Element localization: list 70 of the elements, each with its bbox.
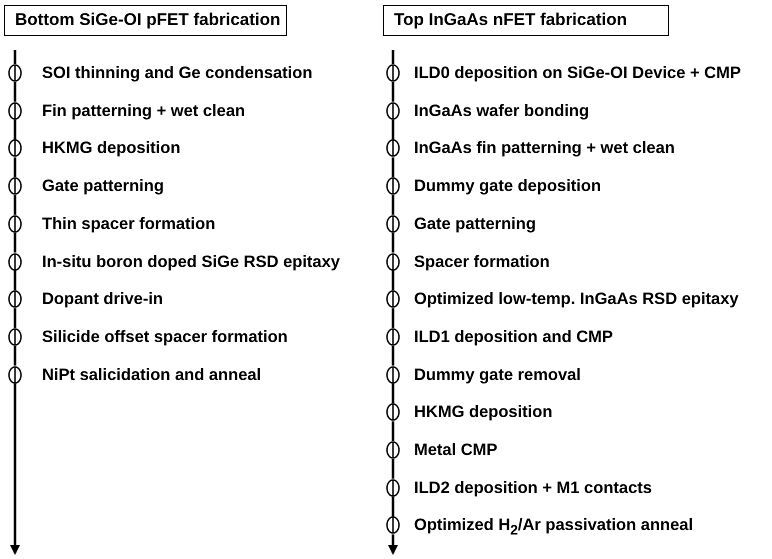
timeline-line <box>392 384 394 404</box>
timeline-line <box>14 232 16 252</box>
step-marker <box>386 102 400 120</box>
step-marker <box>386 290 400 308</box>
step-marker <box>8 64 22 82</box>
timeline-line <box>14 270 16 290</box>
step-label: InGaAs fin patterning + wet clean <box>414 138 675 158</box>
timeline-line <box>392 82 394 102</box>
step-label: ILD2 deposition + M1 contacts <box>414 478 652 498</box>
timeline-line <box>392 232 394 252</box>
step-label: HKMG deposition <box>414 402 552 422</box>
step-marker <box>8 252 22 270</box>
timeline-line <box>14 195 16 215</box>
timeline-line <box>392 496 394 516</box>
step-marker <box>386 64 400 82</box>
timeline-line <box>392 50 394 64</box>
step-label: NiPt salicidation and anneal <box>42 364 262 385</box>
timeline-line <box>14 82 16 102</box>
step-label: Metal CMP <box>414 440 498 460</box>
timeline-line <box>14 120 16 140</box>
step-marker <box>8 366 22 384</box>
step-marker <box>8 214 22 233</box>
timeline-line <box>392 120 394 140</box>
step-label: Gate patterning <box>42 176 164 196</box>
step-marker <box>386 366 400 384</box>
step-label: HKMG deposition <box>42 138 180 158</box>
step-label: Gate patterning <box>414 214 536 234</box>
timeline-line <box>392 459 394 479</box>
timeline-line <box>392 270 394 290</box>
timeline-line <box>392 195 394 215</box>
step-marker <box>386 139 400 158</box>
step-label: In-situ boron doped SiGe RSD epitaxy <box>42 252 340 272</box>
step-marker <box>386 403 400 422</box>
step-marker <box>8 177 22 196</box>
step-marker <box>8 290 22 308</box>
timeline-line <box>392 346 394 366</box>
step-marker <box>386 441 400 459</box>
step-marker <box>386 516 400 534</box>
step-label: Silicide offset spacer formation <box>42 326 288 347</box>
timeline-line <box>14 50 16 64</box>
step-label: ILD0 deposition on SiGe-OI Device + CMP <box>414 63 741 83</box>
timeline-arrow <box>10 384 20 555</box>
step-label: Fin patterning + wet clean <box>42 100 246 121</box>
step-label: Dummy gate removal <box>414 364 581 385</box>
step-marker <box>386 177 400 196</box>
timeline-line <box>14 308 16 328</box>
section-heading-box: Bottom SiGe-OI pFET fabrication <box>4 5 287 36</box>
step-label: ILD1 deposition and CMP <box>414 326 613 347</box>
timeline-line <box>392 308 394 328</box>
step-marker <box>386 328 400 346</box>
timeline-arrow <box>388 534 398 555</box>
timeline-line <box>392 421 394 441</box>
step-label: Dopant drive-in <box>42 289 164 310</box>
step-label: Spacer formation <box>414 252 550 272</box>
timeline-line <box>392 157 394 178</box>
step-marker <box>386 214 400 233</box>
step-label: Optimized H$_{2}$/Ar passivation anneal <box>414 515 694 540</box>
step-marker <box>8 139 22 158</box>
step-marker <box>8 102 22 120</box>
step-marker <box>386 478 400 497</box>
step-label: SOI thinning and Ge condensation <box>42 63 312 83</box>
timeline-line <box>14 157 16 178</box>
section-heading-box: Top InGaAs nFET fabrication <box>383 5 669 36</box>
step-label: Dummy gate deposition <box>414 176 602 196</box>
step-marker <box>386 252 400 270</box>
step-label: Optimized low-temp. InGaAs RSD epitaxy <box>414 289 739 310</box>
step-label: InGaAs wafer bonding <box>414 100 590 121</box>
step-label: Thin spacer formation <box>42 214 216 234</box>
step-marker <box>8 328 22 346</box>
timeline-line <box>14 346 16 366</box>
